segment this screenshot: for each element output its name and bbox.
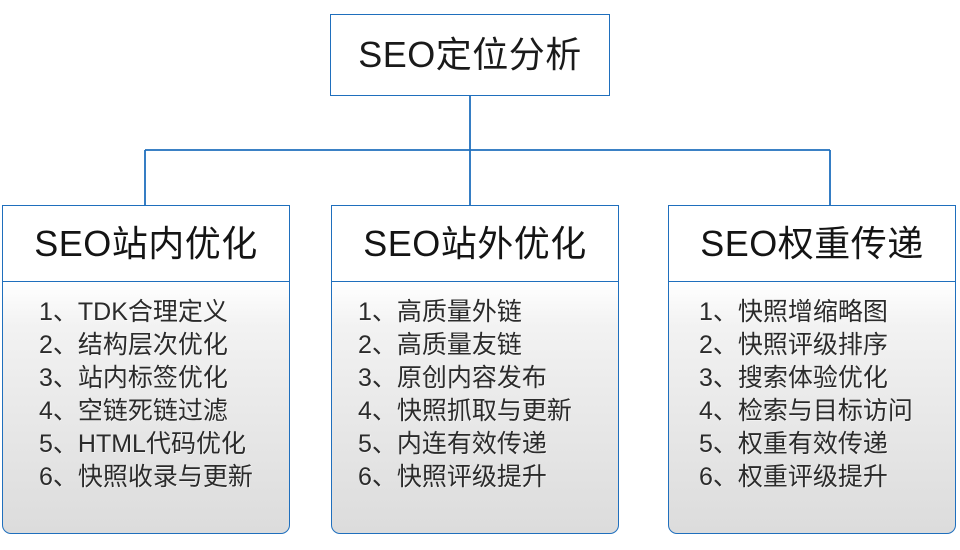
root-node-box: SEO定位分析 xyxy=(330,14,610,96)
branch-item-list-3: 1、快照增缩略图 2、快照评级排序 3、搜索体验优化 4、检索与目标访问 5、权… xyxy=(669,296,955,494)
list-item: 4、检索与目标访问 xyxy=(699,397,913,426)
branch-item-list-1: 1、TDK合理定义 2、结构层次优化 3、站内标签优化 4、空链死链过滤 5、H… xyxy=(3,296,289,494)
branch-panel-2: 1、高质量外链 2、高质量友链 3、原创内容发布 4、快照抓取与更新 5、内连有… xyxy=(331,281,619,535)
list-item: 1、快照增缩略图 xyxy=(699,298,888,327)
list-item: 6、权重评级提升 xyxy=(699,463,888,492)
branch-header-label-1: SEO站内优化 xyxy=(34,223,258,264)
list-item: 1、TDK合理定义 xyxy=(39,298,228,327)
branch-item-list-2: 1、高质量外链 2、高质量友链 3、原创内容发布 4、快照抓取与更新 5、内连有… xyxy=(332,296,618,494)
branch-header-box-2: SEO站外优化 xyxy=(331,205,619,283)
list-item: 3、搜索体验优化 xyxy=(699,364,888,393)
list-item: 1、高质量外链 xyxy=(358,298,522,327)
list-item: 3、原创内容发布 xyxy=(358,364,547,393)
branch-header-box-1: SEO站内优化 xyxy=(2,205,290,283)
list-item: 3、站内标签优化 xyxy=(39,364,228,393)
list-item: 5、HTML代码优化 xyxy=(39,430,246,459)
branch-column-2: SEO站外优化 1、高质量外链 2、高质量友链 3、原创内容发布 4、快照抓取与… xyxy=(331,205,619,535)
branch-panel-1: 1、TDK合理定义 2、结构层次优化 3、站内标签优化 4、空链死链过滤 5、H… xyxy=(2,281,290,535)
list-item: 2、结构层次优化 xyxy=(39,331,228,360)
root-node-label: SEO定位分析 xyxy=(358,34,582,75)
list-item: 5、内连有效传递 xyxy=(358,430,547,459)
branch-column-3: SEO权重传递 1、快照增缩略图 2、快照评级排序 3、搜索体验优化 4、检索与… xyxy=(668,205,956,535)
list-item: 4、快照抓取与更新 xyxy=(358,397,572,426)
list-item: 2、快照评级排序 xyxy=(699,331,888,360)
list-item: 4、空链死链过滤 xyxy=(39,397,228,426)
branch-panel-3: 1、快照增缩略图 2、快照评级排序 3、搜索体验优化 4、检索与目标访问 5、权… xyxy=(668,281,956,535)
branch-header-box-3: SEO权重传递 xyxy=(668,205,956,283)
branch-header-label-3: SEO权重传递 xyxy=(700,223,924,264)
branch-header-label-2: SEO站外优化 xyxy=(363,223,587,264)
list-item: 6、快照收录与更新 xyxy=(39,463,253,492)
branch-column-1: SEO站内优化 1、TDK合理定义 2、结构层次优化 3、站内标签优化 4、空链… xyxy=(2,205,290,535)
list-item: 6、快照评级提升 xyxy=(358,463,547,492)
list-item: 2、高质量友链 xyxy=(358,331,522,360)
list-item: 5、权重有效传递 xyxy=(699,430,888,459)
